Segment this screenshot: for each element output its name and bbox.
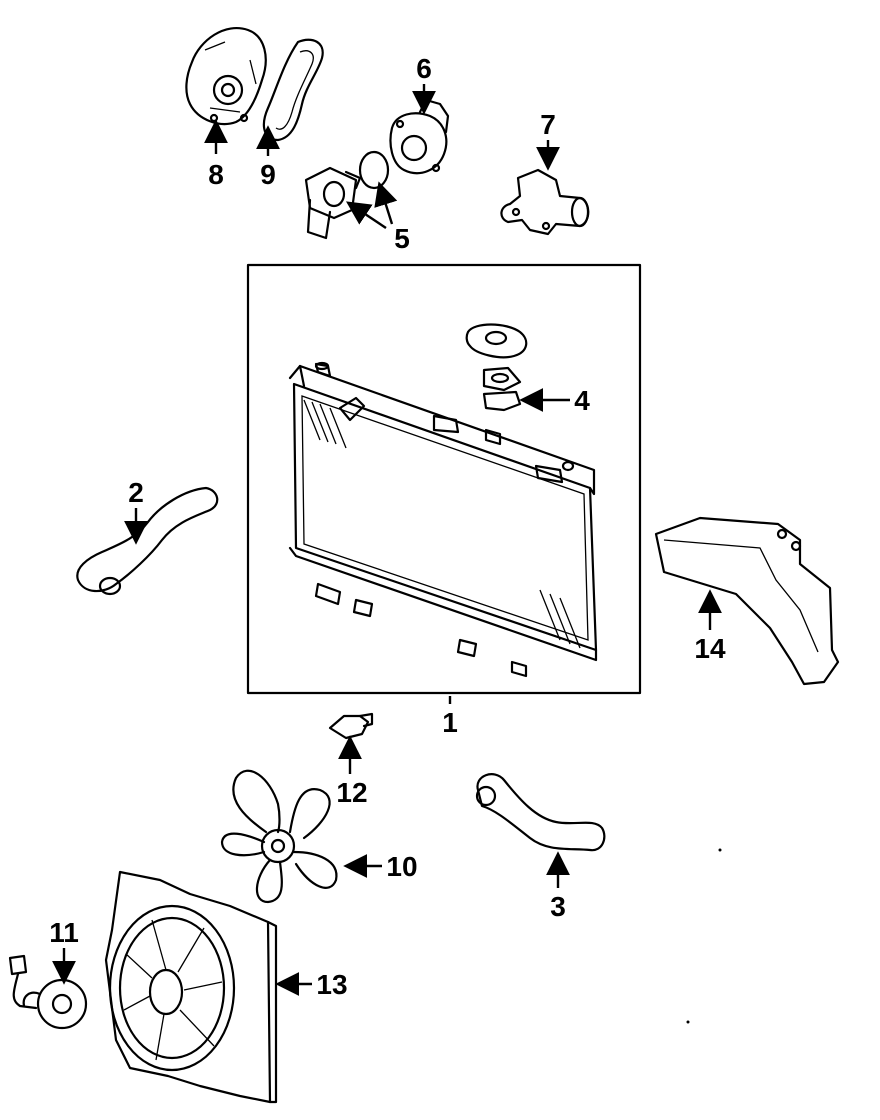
water-outlet-part <box>500 168 590 236</box>
callout-3: 3 <box>550 891 566 922</box>
lower-hose-part <box>475 773 606 852</box>
callout-12: 12 <box>336 777 367 808</box>
callout-9: 9 <box>260 159 276 190</box>
fan-blade-part <box>220 769 338 904</box>
callout-14: 14 <box>694 633 726 664</box>
temperature-sensor-part <box>328 712 374 740</box>
callout-10: 10 <box>386 851 417 882</box>
fan-motor-part <box>8 954 88 1030</box>
radiator-cap-part <box>465 323 528 412</box>
radiator-assembly-part <box>246 263 642 695</box>
upper-hose-part <box>76 486 219 596</box>
speck <box>686 1020 690 1024</box>
callout-5: 5 <box>394 223 410 254</box>
callout-8: 8 <box>208 159 224 190</box>
air-duct-part <box>654 516 840 686</box>
callout-4: 4 <box>574 385 590 416</box>
thermostat-housing-part <box>389 98 450 175</box>
callout-13: 13 <box>316 969 347 1000</box>
callout-1: 1 <box>442 707 458 738</box>
fan-shroud-part <box>104 870 278 1104</box>
callout-2: 2 <box>128 477 144 508</box>
leader-lines <box>52 84 722 996</box>
callout-6: 6 <box>416 53 432 84</box>
water-pump-part <box>185 27 267 126</box>
callout-11: 11 <box>49 917 79 948</box>
speck <box>718 848 722 852</box>
callout-7: 7 <box>540 109 556 140</box>
pump-gasket-part <box>262 38 324 142</box>
thermostat-part <box>304 150 390 240</box>
